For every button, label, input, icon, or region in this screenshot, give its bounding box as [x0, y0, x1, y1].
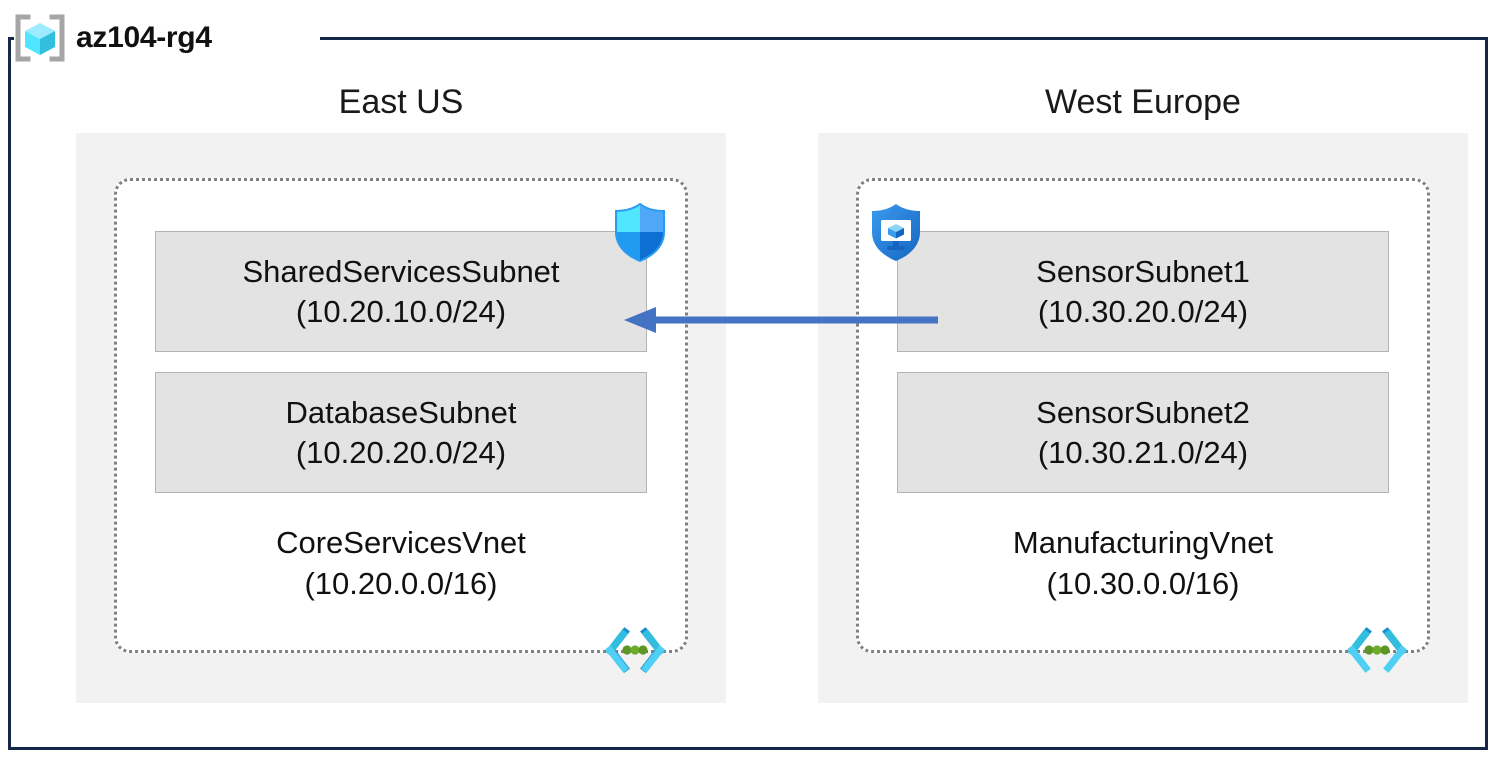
region-box-west-europe: SensorSubnet1 (10.30.20.0/24) [818, 133, 1468, 703]
region-label-west-europe: West Europe [1045, 83, 1241, 121]
network-security-group-shield-icon [608, 200, 672, 264]
vnet-peering-arrow [620, 300, 940, 340]
subnet-name: SensorSubnet1 [1036, 253, 1250, 289]
subnet-name: SharedServicesSubnet [242, 253, 560, 289]
subnet-name: DatabaseSubnet [285, 394, 517, 430]
vnet-cidr: (10.30.0.0/16) [1046, 566, 1240, 601]
vnet-core-services[interactable]: SharedServicesSubnet (10.20.10.0/24) [114, 178, 688, 673]
vnet-caption-core-services: CoreServicesVnet (10.20.0.0/16) [155, 522, 647, 604]
subnet-sensor-2[interactable]: SensorSubnet2 (10.30.21.0/24) [897, 372, 1389, 493]
subnet-name: SensorSubnet2 [1036, 394, 1250, 430]
vnet-name: CoreServicesVnet [276, 525, 526, 560]
subnet-cidr: (10.30.20.0/24) [1037, 293, 1249, 329]
subnet-shared-services[interactable]: SharedServicesSubnet (10.20.10.0/24) [155, 202, 665, 352]
region-west-europe: West Europe SensorSubnet1 (10.30.20.0/24… [818, 81, 1468, 703]
region-east-us: East US SharedServicesSubnet (10.20.10.0… [76, 81, 726, 703]
virtual-network-icon [1345, 626, 1409, 674]
virtual-network-icon [603, 626, 667, 674]
azure-resource-group-icon [14, 14, 66, 62]
resource-group-header: az104-rg4 [14, 11, 212, 65]
subnet-sensor-1[interactable]: SensorSubnet1 (10.30.20.0/24) [872, 204, 1389, 352]
resource-group-name: az104-rg4 [76, 21, 212, 54]
azure-defender-shield-icon [864, 200, 928, 264]
vnet-name: ManufacturingVnet [1012, 525, 1274, 560]
subnet-cidr: (10.30.21.0/24) [1037, 434, 1249, 470]
resource-group-title-notch [14, 22, 320, 54]
subnet-database[interactable]: DatabaseSubnet (10.20.20.0/24) [155, 372, 647, 493]
vnet-manufacturing[interactable]: SensorSubnet1 (10.30.20.0/24) [856, 178, 1430, 673]
vnet-cidr: (10.20.0.0/16) [304, 566, 498, 601]
region-label-east-us: East US [338, 83, 464, 121]
subnet-cidr: (10.20.10.0/24) [295, 293, 507, 329]
region-box-east-us: SharedServicesSubnet (10.20.10.0/24) [76, 133, 726, 703]
vnet-caption-manufacturing: ManufacturingVnet (10.30.0.0/16) [897, 522, 1389, 604]
subnet-cidr: (10.20.20.0/24) [295, 434, 507, 470]
